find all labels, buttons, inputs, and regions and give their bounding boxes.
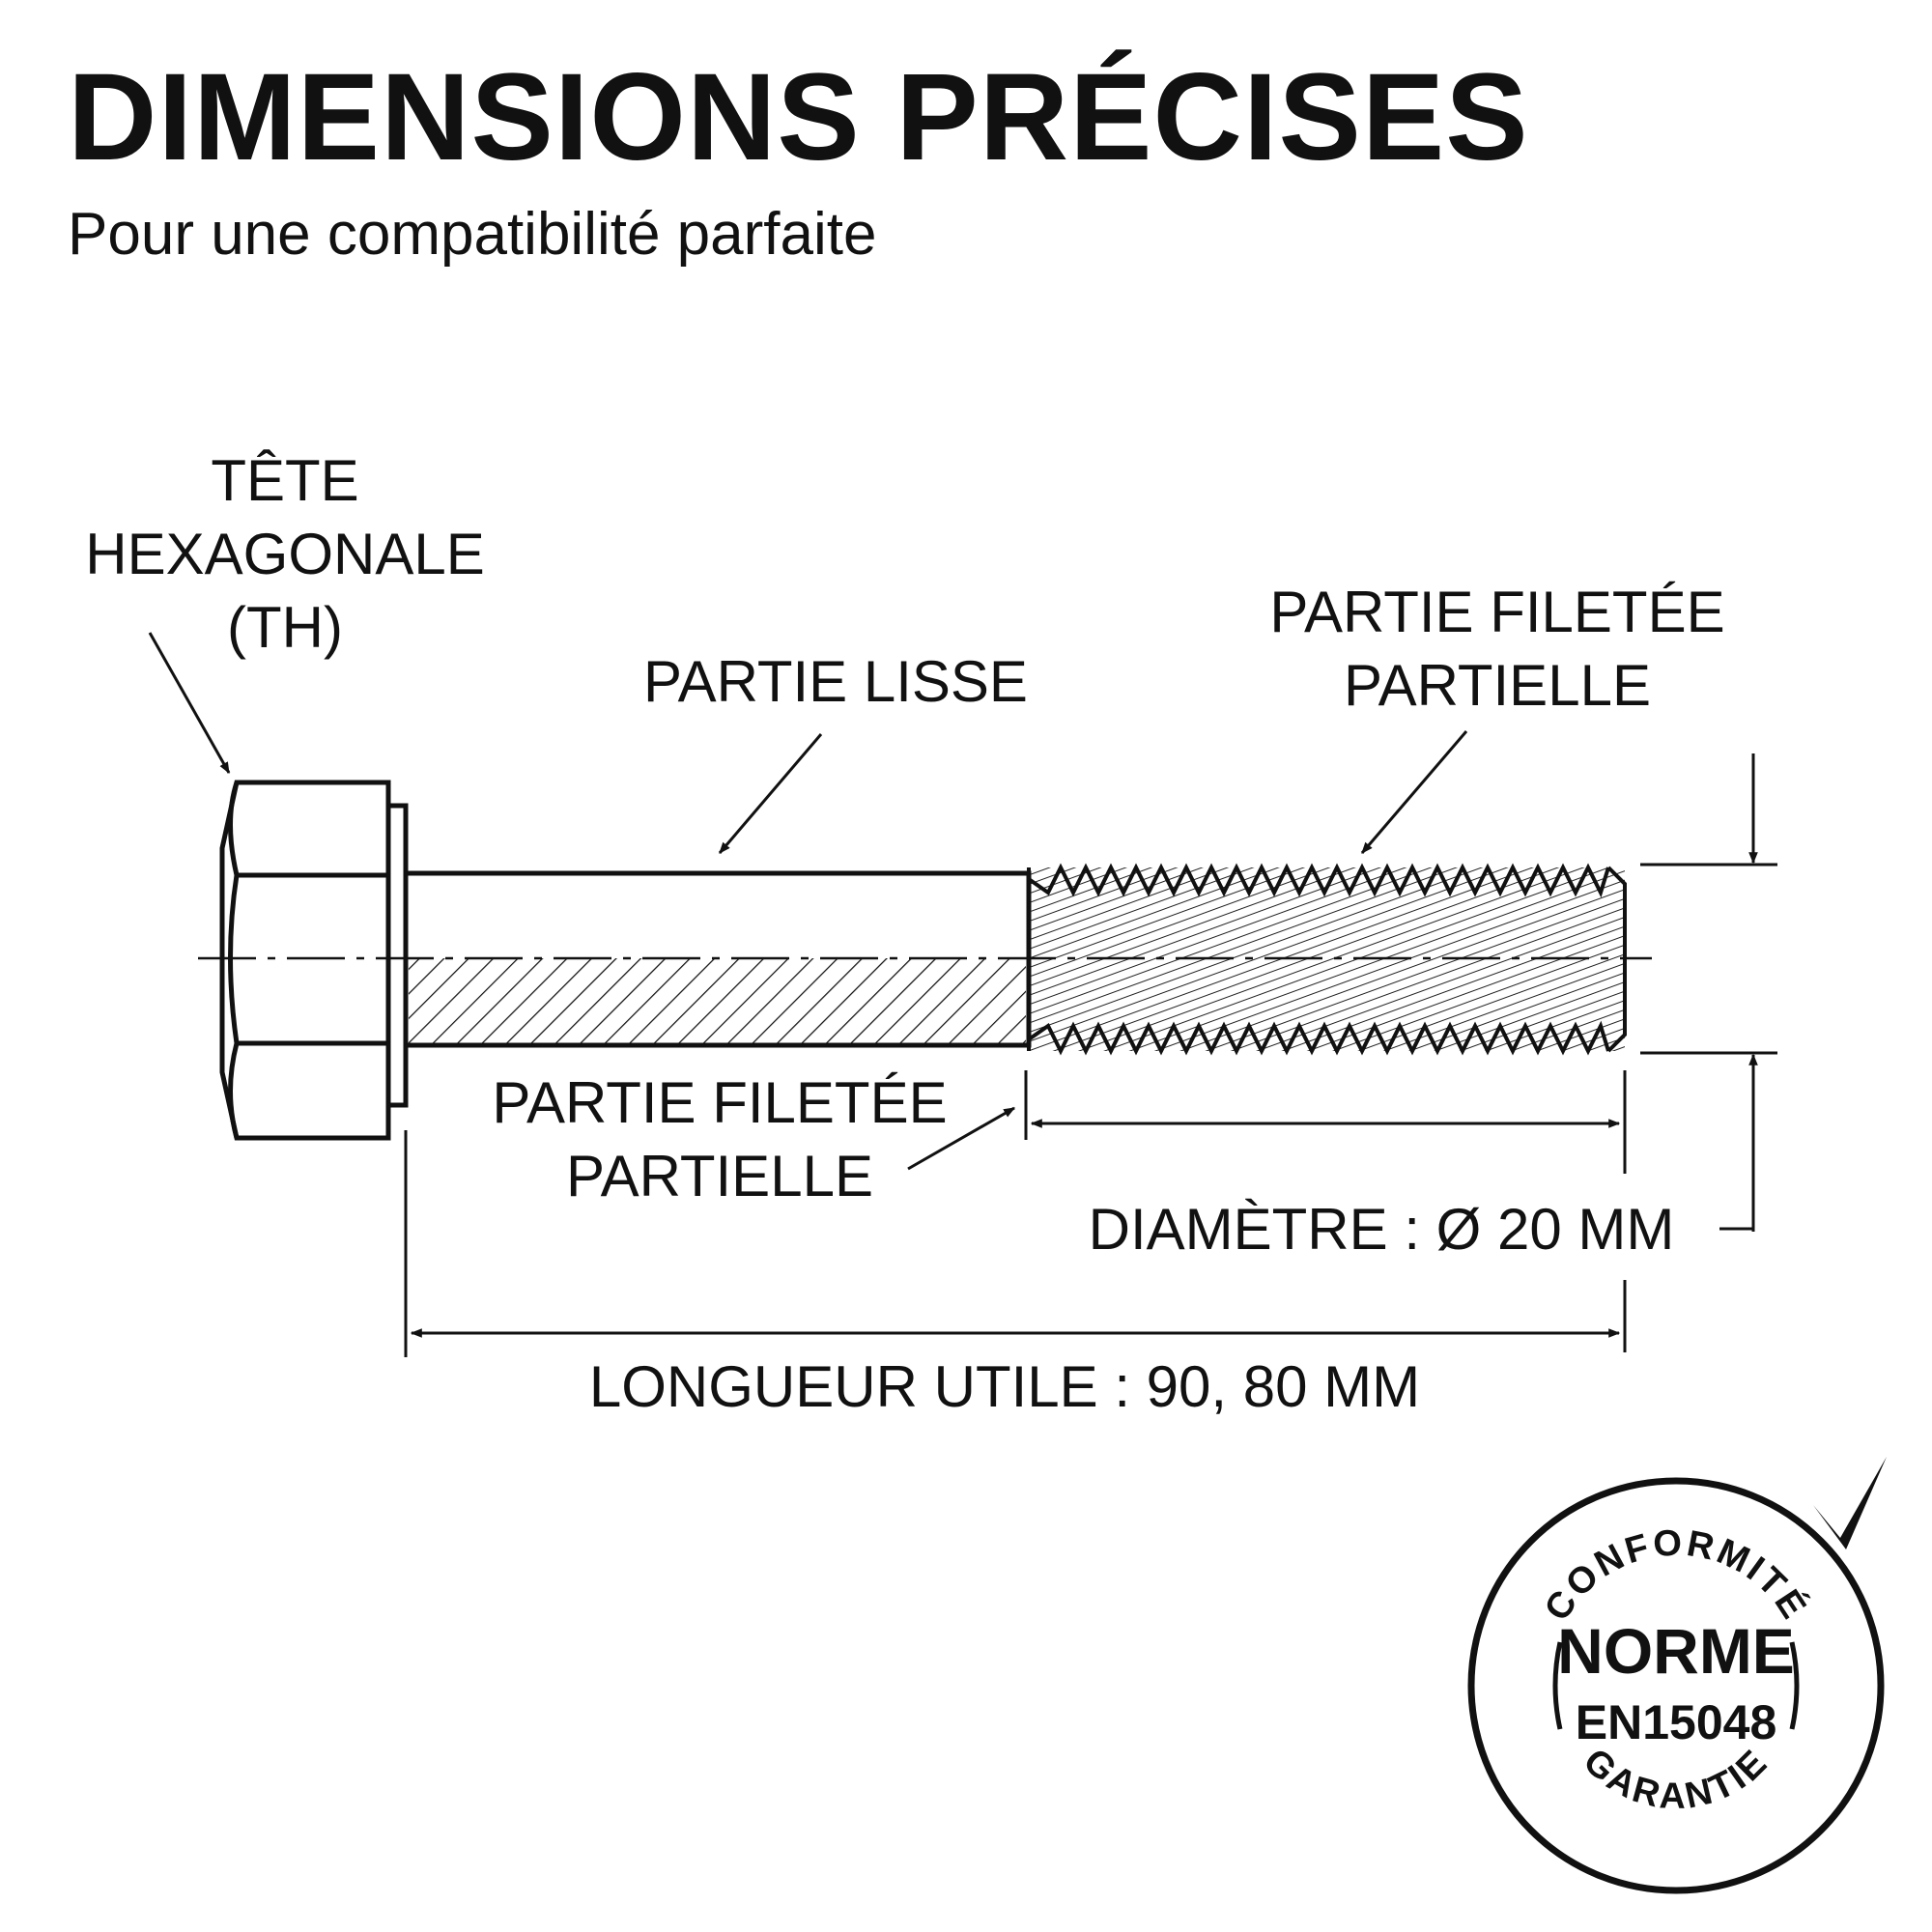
page-title: DIMENSIONS PRÉCISES — [68, 48, 1529, 186]
thread-length-dimension — [1024, 1070, 1627, 1174]
thread-bottom-label: PARTIE FILETÉE PARTIELLE — [492, 1070, 948, 1208]
page-subtitle: Pour une compatibilité parfaite — [68, 201, 877, 268]
thread-top-leader-arrow — [1360, 730, 1468, 854]
threaded-section — [1027, 863, 1627, 1056]
head-label: TÊTE HEXAGONALE (TH) — [85, 448, 485, 660]
hex-head — [219, 780, 409, 1141]
diameter-dimension — [1640, 753, 1777, 1232]
badge-code-text: EN15048 — [1576, 1695, 1777, 1749]
length-dimension — [404, 1130, 1627, 1357]
length-label: LONGUEUR UTILE : 90, 80 MM — [588, 1354, 1421, 1419]
smooth-leader-arrow — [718, 733, 823, 854]
diameter-label: DIAMÈTRE : Ø 20 MM — [1088, 1197, 1675, 1262]
head-leader-arrow — [148, 632, 231, 775]
conformity-badge: CONFORMITÉ GARANTIE NORME EN15048 — [1467, 1457, 1887, 1894]
smooth-part-label: PARTIE LISSE — [643, 649, 1028, 714]
thread-bottom-leader-arrow — [907, 1106, 1016, 1171]
thread-top-label: PARTIE FILETÉE PARTIELLE — [1269, 580, 1725, 718]
badge-norm-text: NORME — [1557, 1615, 1795, 1687]
checkmark-icon — [1813, 1457, 1887, 1549]
